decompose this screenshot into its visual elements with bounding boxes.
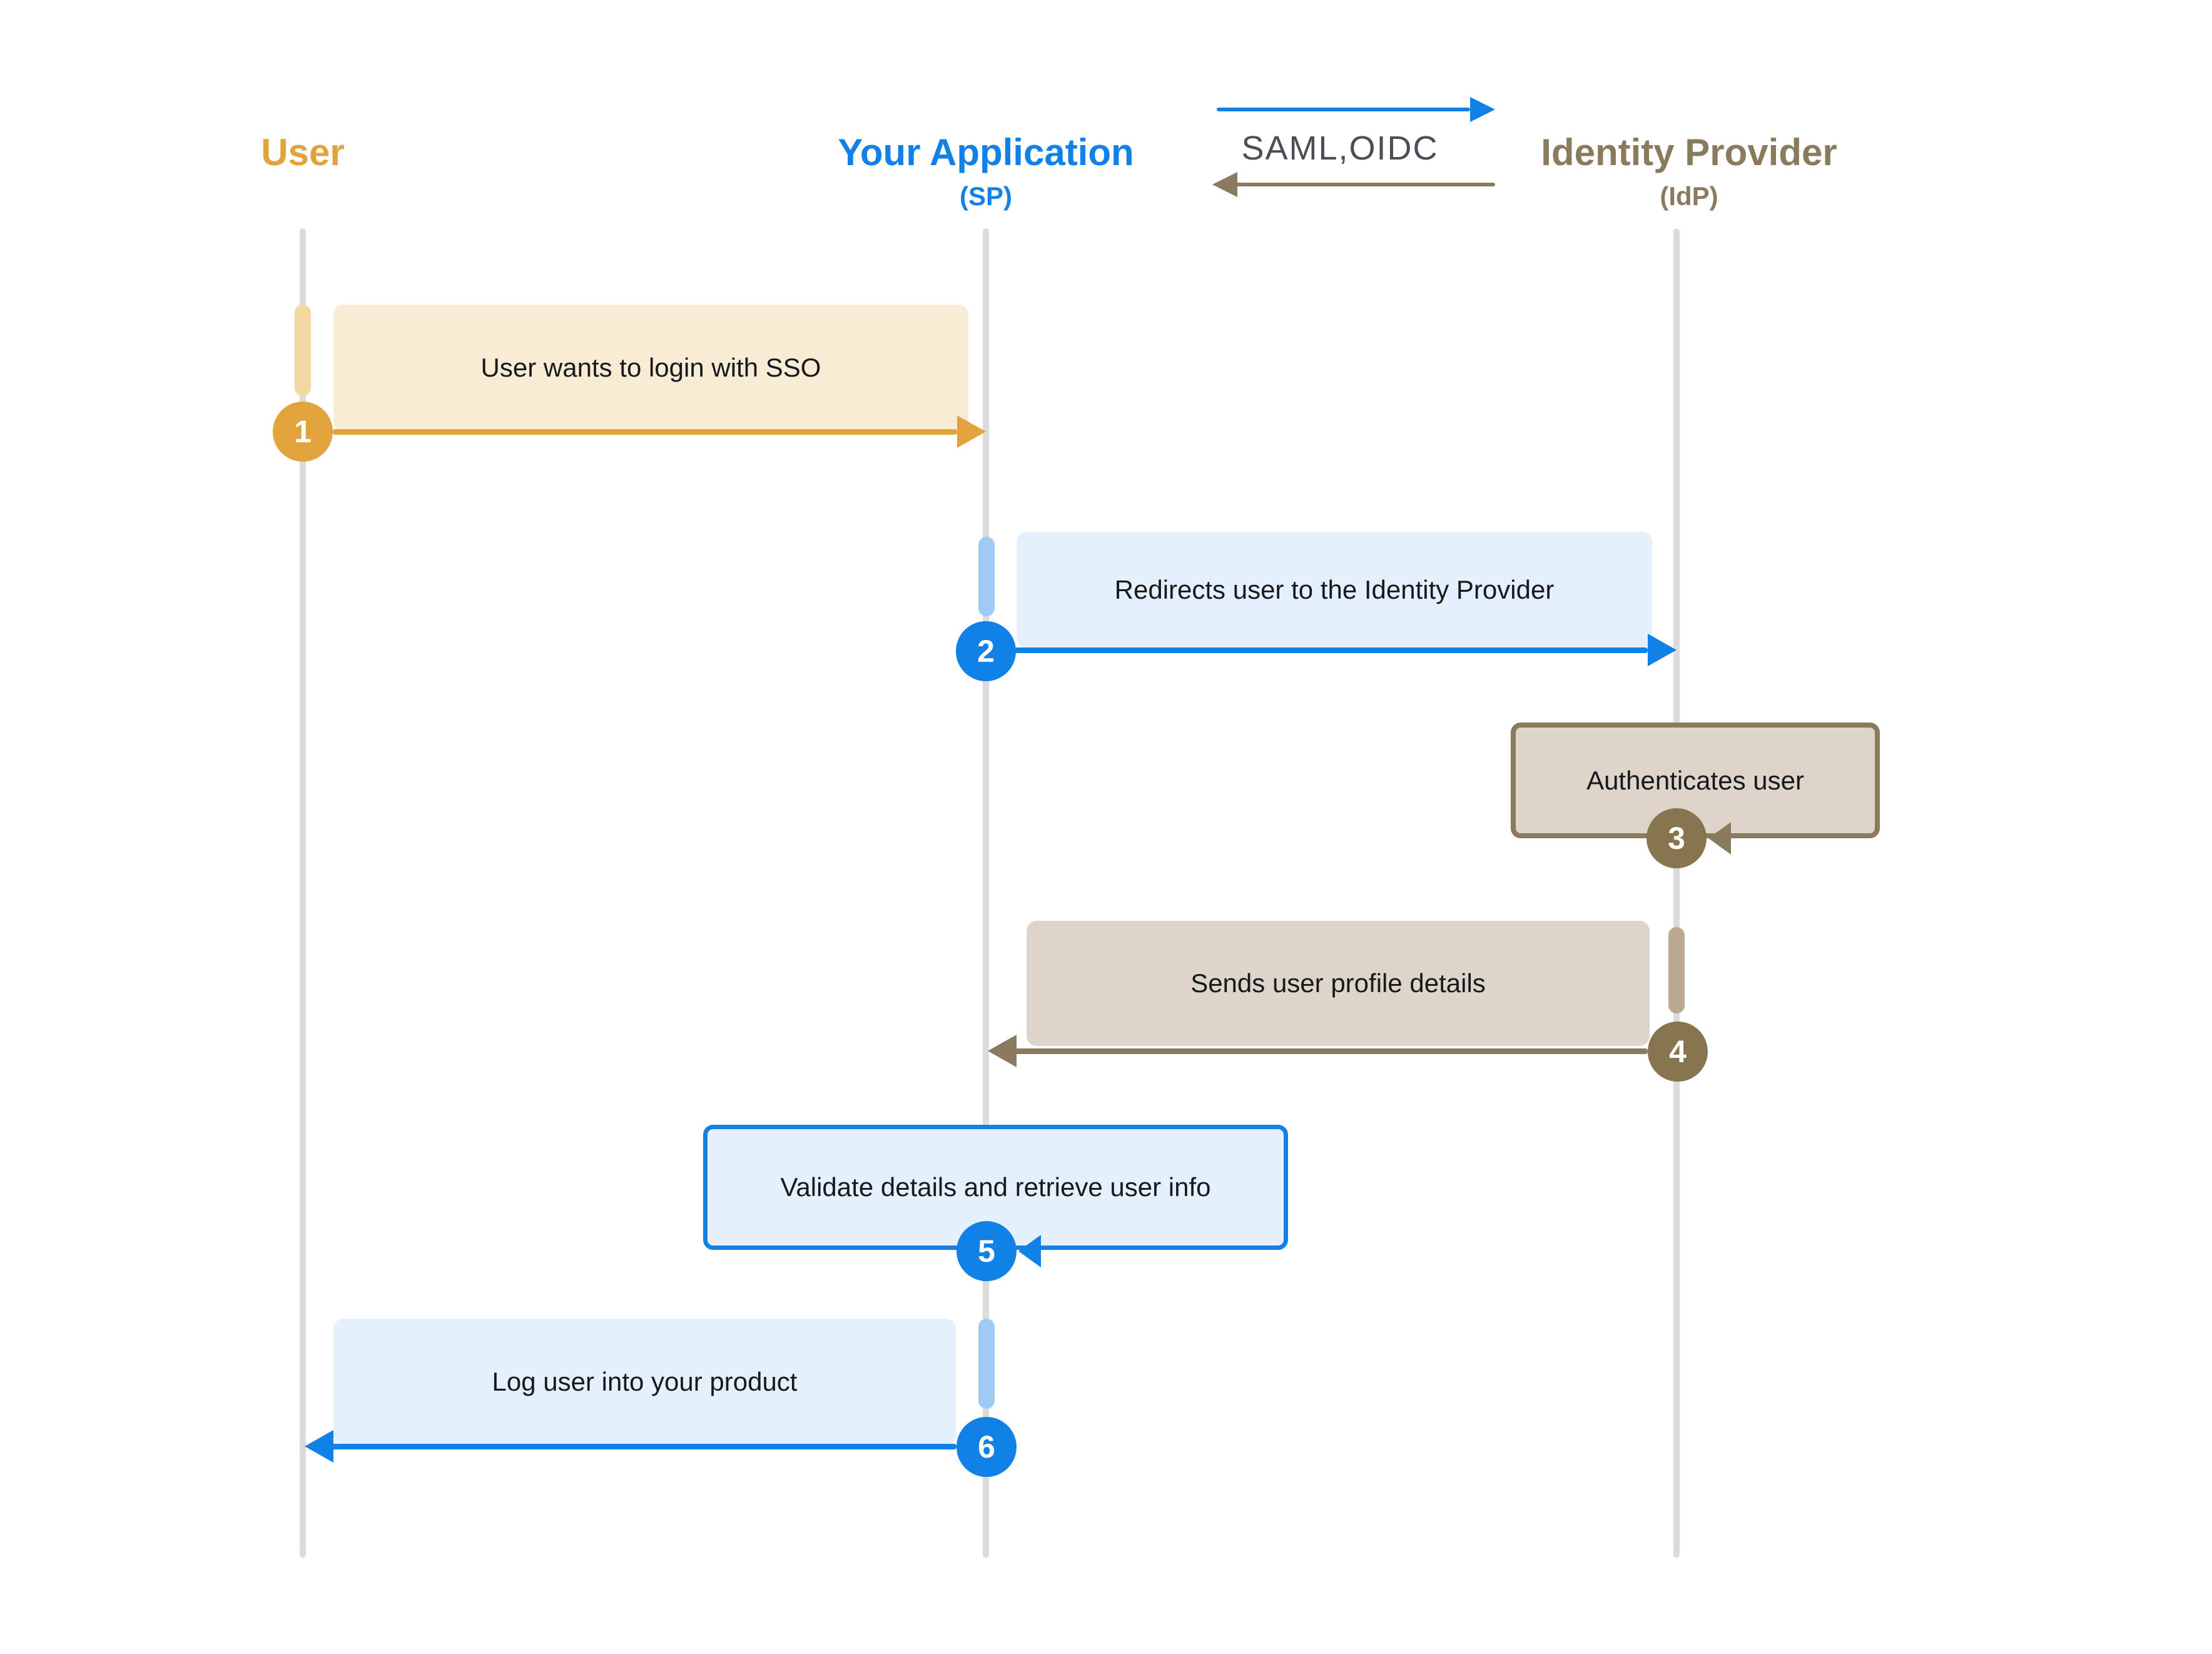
step-4-box: Sends user profile details [1027,921,1650,1046]
step-1-number-badge: 1 [273,402,333,462]
step-6-box: Log user into your product [333,1319,956,1445]
idp-lifeline [1673,228,1680,1558]
step-6-label: Log user into your product [492,1367,798,1396]
user-lifeline [300,228,306,1558]
step-4-activation-bar [1668,927,1685,1013]
step-3-number-badge: 3 [1646,808,1707,868]
step-2-number: 2 [977,634,995,669]
step-4-label: Sends user profile details [1190,968,1486,998]
protocol-left-arrowhead-icon [1210,172,1237,197]
step-3-label: Authenticates user [1586,765,1804,795]
protocol-right-arrowhead-icon [1470,97,1497,122]
step-1-arrow [333,429,957,435]
step-2-activation-bar [978,537,995,616]
step-4-arrow [1015,1048,1648,1054]
step-1-number: 1 [294,414,312,449]
step-1-label: User wants to login with SSO [480,352,821,382]
step-1-activation-bar [295,305,311,396]
step-2-arrow [1015,647,1648,653]
step-4-arrowhead-icon [986,1035,1017,1067]
step-6-number: 6 [978,1429,995,1464]
step-2-box: Redirects user to the Identity Provider [1017,532,1652,647]
step-1-arrowhead-icon [957,415,988,448]
idp-actor-label: Identity Provider [1541,131,1837,173]
step-6-arrowhead-icon [303,1430,333,1463]
step-5-label: Validate details and retrieve user info [780,1172,1211,1202]
step-3-number: 3 [1668,821,1685,856]
step-6-arrow [332,1444,956,1449]
step-6-number-badge: 6 [956,1417,1017,1477]
step-5-number: 5 [978,1234,995,1269]
step-1-box: User wants to login with SSO [333,305,968,430]
step-2-arrowhead-icon [1648,634,1678,666]
step-4-number: 4 [1669,1034,1687,1069]
step-5-arrowhead-icon [1017,1235,1041,1267]
step-5-number-badge: 5 [956,1221,1017,1281]
app-actor-label: Your Application [838,131,1134,173]
step-4-number-badge: 4 [1648,1022,1708,1082]
step-3-arrowhead-icon [1707,822,1731,855]
step-2-label: Redirects user to the Identity Provider [1114,574,1555,604]
step-6-activation-bar [978,1319,995,1409]
idp-actor-subtitle: (IdP) [1660,181,1718,211]
protocol-right-arrow [1217,108,1470,111]
app-lifeline [983,228,989,1558]
step-2-number-badge: 2 [956,621,1016,681]
app-actor-subtitle: (SP) [960,181,1012,211]
protocol-left-arrow [1235,183,1495,186]
protocol-label: SAML,OIDC [1241,129,1439,167]
user-actor-label: User [261,131,345,173]
